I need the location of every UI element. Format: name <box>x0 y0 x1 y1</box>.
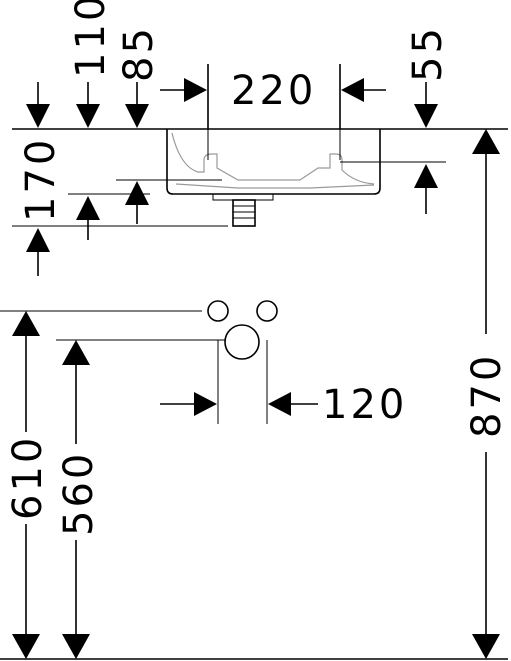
dim-120-label: 120 <box>322 382 407 428</box>
dim-610-top-arrow <box>12 311 40 336</box>
dim-110-label: 110 <box>68 0 114 78</box>
dim-left-top-arrow <box>26 104 50 128</box>
dim-870-bottom-arrow <box>472 634 500 659</box>
dim-870-top-arrow <box>472 129 500 154</box>
reference-lines <box>0 128 508 660</box>
dim-85-label: 85 <box>116 25 162 82</box>
dim-55-arrow <box>414 104 438 128</box>
dim-110-arrow <box>76 104 100 128</box>
dim-85-arrow <box>125 104 149 128</box>
drain-waste <box>212 193 274 227</box>
drain-flange <box>212 193 274 201</box>
drain-body <box>232 199 256 227</box>
dim-55-lower-arrow <box>414 164 438 188</box>
dim-120-right-arrow <box>268 392 291 416</box>
dim-55-label: 55 <box>405 25 451 82</box>
dim-220: 220 <box>160 64 386 129</box>
dim-560: 560 <box>56 339 226 659</box>
dim-870-label: 870 <box>464 353 510 438</box>
supply-connection-left <box>207 300 229 322</box>
dim-170-arrow-c <box>26 228 50 252</box>
dim-220-right-arrow <box>341 78 364 102</box>
dim-170: 170 <box>12 137 228 276</box>
dim-120-left-arrow <box>194 392 217 416</box>
water-connections <box>207 300 278 360</box>
dim-120: 120 <box>160 340 407 428</box>
dim-220-label: 220 <box>231 68 316 114</box>
dim-55: 55 <box>340 25 451 214</box>
dim-560-top-arrow <box>62 340 90 365</box>
dim-870: 870 <box>464 129 510 659</box>
dim-170-arrow-b <box>125 181 149 205</box>
dim-610-label: 610 <box>5 435 51 520</box>
dim-610-bottom-arrow <box>12 634 40 659</box>
dim-170-label: 170 <box>18 137 64 222</box>
dim-560-label: 560 <box>56 451 102 536</box>
dim-220-left-arrow <box>184 78 207 102</box>
dim-170-arrow-a <box>76 196 100 220</box>
basin-inner-profile <box>171 132 375 185</box>
dim-610: 610 <box>0 310 202 659</box>
waste-connection <box>224 324 260 360</box>
supply-connection-right <box>256 300 278 322</box>
dim-560-bottom-arrow <box>62 634 90 659</box>
basin-inner-shadow <box>175 183 375 189</box>
dim-110-85: 110 85 <box>26 0 162 128</box>
